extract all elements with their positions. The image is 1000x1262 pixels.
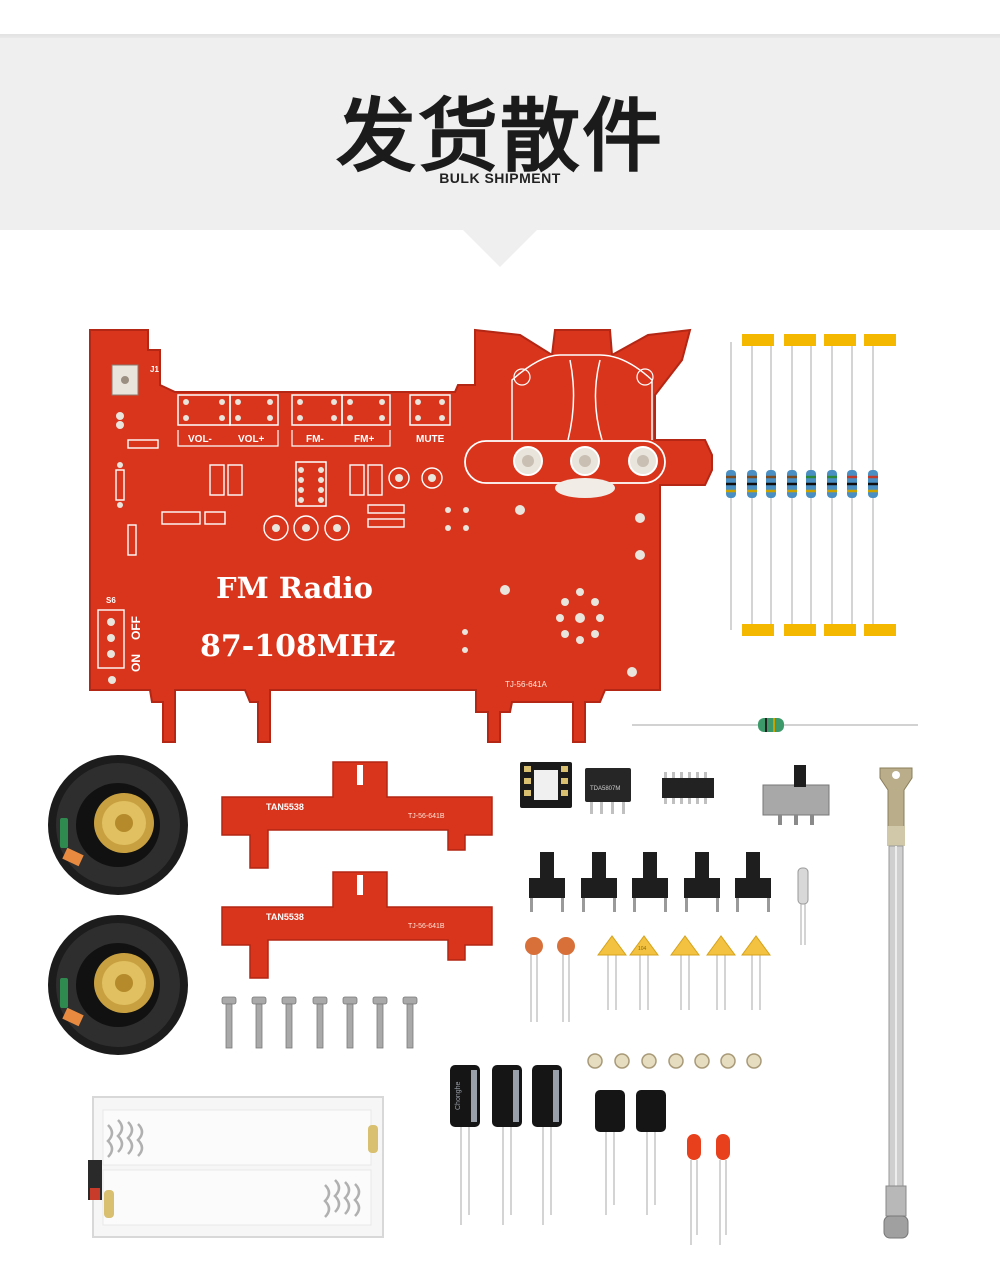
leds [687,1134,730,1245]
banner [0,38,1000,230]
pcb-label-j1: J1 [150,365,159,374]
electrolytic-capacitors: Chonghe [450,1065,666,1225]
bracket-bottom: TAN5538 TJ-56-641B [221,871,493,979]
pcb-label-fm-plus: FM+ [354,434,374,445]
speaker-top [48,755,188,895]
kit-photo: J1 VOL- VOL+ FM- FM+ MUTE [48,328,918,1245]
screws [221,996,418,1049]
chip-label: TDA5807M [590,786,620,792]
slide-switch [762,765,830,825]
bracket-bottom-code-left: TAN5538 [266,912,304,922]
telescopic-antenna [879,767,913,1239]
battery-holder [88,1096,384,1238]
pcb-band: 87-108MHz [200,629,395,664]
bracket-top-code-right: TJ-56-641B [408,813,445,820]
pcb-label-vol-plus: VOL+ [238,434,265,445]
page-title: 发货散件 [336,90,664,183]
pcb-label-off: OFF [129,616,143,640]
chip-smd [662,772,714,804]
bracket-bottom-code-right: TJ-56-641B [408,923,445,930]
banner-notch [462,229,538,267]
pcb-label-on: ON [129,654,143,672]
pcb-board-code: TJ-56-641A [505,680,547,689]
pcb-label-s6: S6 [106,596,116,605]
speaker-bottom [48,915,188,1055]
crystal [797,867,809,945]
ceramic-code: 104 [638,946,647,952]
pcb-title: FM Radio [216,571,373,605]
resistor-strip [726,334,896,636]
bracket-top: TAN5538 TJ-56-641B [221,761,493,869]
pcb-board: J1 VOL- VOL+ FM- FM+ MUTE [89,328,713,743]
pcb-label-mute: MUTE [416,434,445,445]
pcb-label-vol-minus: VOL- [188,434,212,445]
ic-socket [520,762,572,808]
chip-tda5807: TDA5807M [585,768,631,814]
tactile-buttons [529,852,771,912]
ceramic-capacitors: 104 [525,935,771,1022]
inductor [632,718,918,732]
cap-brand: Chonghe [455,1081,462,1110]
nuts [587,1053,762,1069]
bracket-top-code-left: TAN5538 [266,802,304,812]
page-subtitle: BULK SHIPMENT [439,170,561,186]
pcb-label-fm-minus: FM- [306,434,324,445]
